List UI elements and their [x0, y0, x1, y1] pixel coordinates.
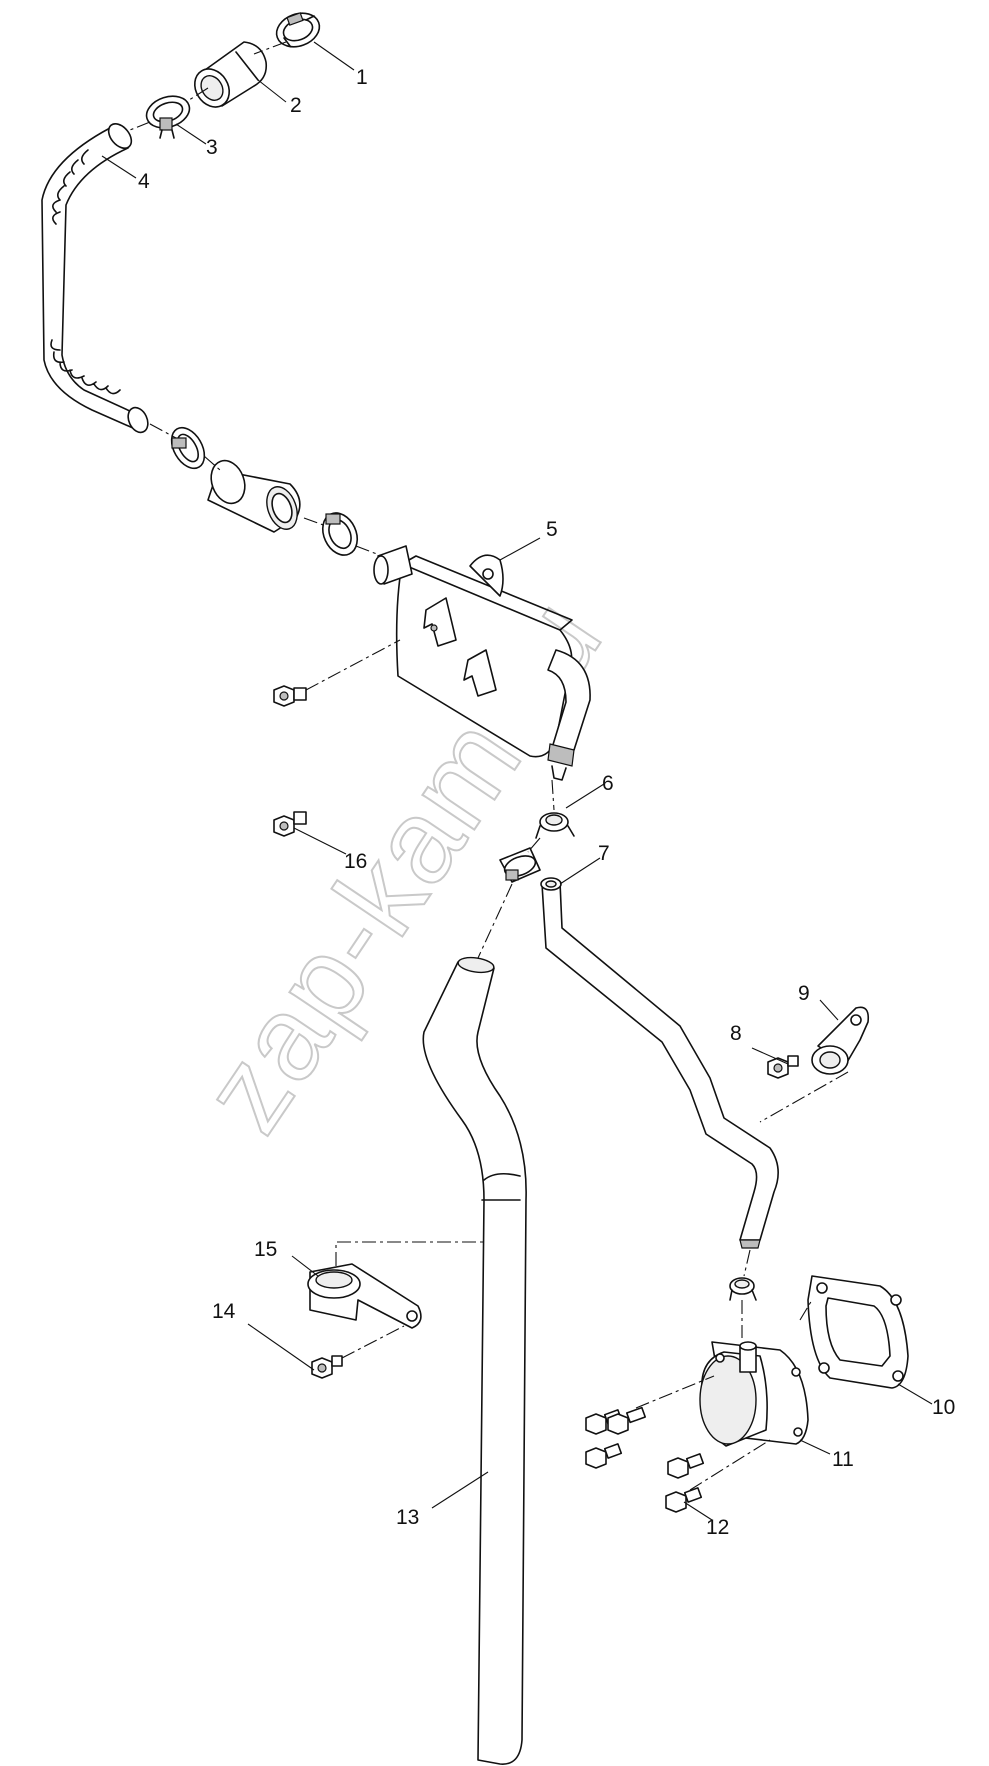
callout-6: 6: [602, 772, 614, 795]
mid-hose-connector: [207, 459, 301, 533]
part-15-hose-bracket: [307, 1263, 422, 1329]
housing-bolts: [585, 1406, 705, 1513]
part-8-bolt: [767, 1055, 799, 1079]
housing-bolt-b: [607, 1406, 647, 1435]
part-5-reservoir: [373, 545, 591, 781]
assembly-line-15: [335, 1241, 484, 1266]
thermostat-hose-clamp: [729, 1277, 757, 1301]
part-11-thermostat-housing: [699, 1341, 809, 1447]
mid-hose-clamp: [170, 426, 206, 470]
part-1-hose-clamp: [275, 12, 321, 48]
assembly-line-14: [341, 1325, 405, 1359]
callout-14: 14: [212, 1300, 236, 1323]
assembly-line-11-bolts: [635, 1299, 813, 1491]
part-12-bolt: [665, 1487, 703, 1513]
callout-1: 1: [356, 66, 368, 89]
part-6-small-clamp: [535, 812, 575, 839]
callout-3: 3: [206, 136, 218, 159]
part-4-corrugated-pipe: [41, 123, 149, 434]
callout-15: 15: [254, 1238, 277, 1261]
reservoir-bolt: [273, 685, 307, 707]
callout-11: 11: [832, 1448, 854, 1471]
callout-7: 7: [598, 842, 610, 865]
callout-10: 10: [932, 1396, 955, 1419]
callout-4: 4: [138, 170, 150, 193]
assembly-line-top: [129, 41, 287, 131]
part-7-bent-tube: [540, 877, 779, 1249]
callout-2: 2: [290, 94, 302, 117]
callout-labels: 1 2 3 4 5 6 7 8 9 10 11 12 13 14 15 16: [138, 66, 955, 1539]
callout-5: 5: [546, 518, 558, 541]
assembly-line-6: [477, 779, 555, 959]
housing-bolt-c: [585, 1443, 623, 1469]
callout-16: 16: [344, 850, 367, 873]
part-3-hose-clamp: [145, 95, 191, 139]
assembly-line-bolt-5: [305, 639, 401, 691]
assembly-line-mid: [149, 423, 383, 557]
part-10-gasket: [807, 1275, 909, 1389]
callout-9: 9: [798, 982, 810, 1005]
callout-8: 8: [730, 1022, 742, 1045]
leader-lines: [101, 41, 933, 1521]
part-2-hose-connector: [193, 41, 268, 108]
part-14-bolt: [311, 1355, 343, 1379]
housing-bolt-d: [667, 1453, 705, 1479]
callout-12: 12: [706, 1516, 729, 1539]
lower-hose-clamp: [499, 847, 541, 883]
part-16-bolt: [273, 811, 307, 837]
part-9-pipe-clip: [811, 1006, 870, 1075]
part-13-long-hose: [422, 956, 527, 1765]
upper-hose-clamp: [321, 512, 359, 556]
assembly-line-7-11: [741, 1249, 751, 1338]
assembly-line-9: [759, 1071, 849, 1123]
callout-13: 13: [396, 1506, 419, 1529]
